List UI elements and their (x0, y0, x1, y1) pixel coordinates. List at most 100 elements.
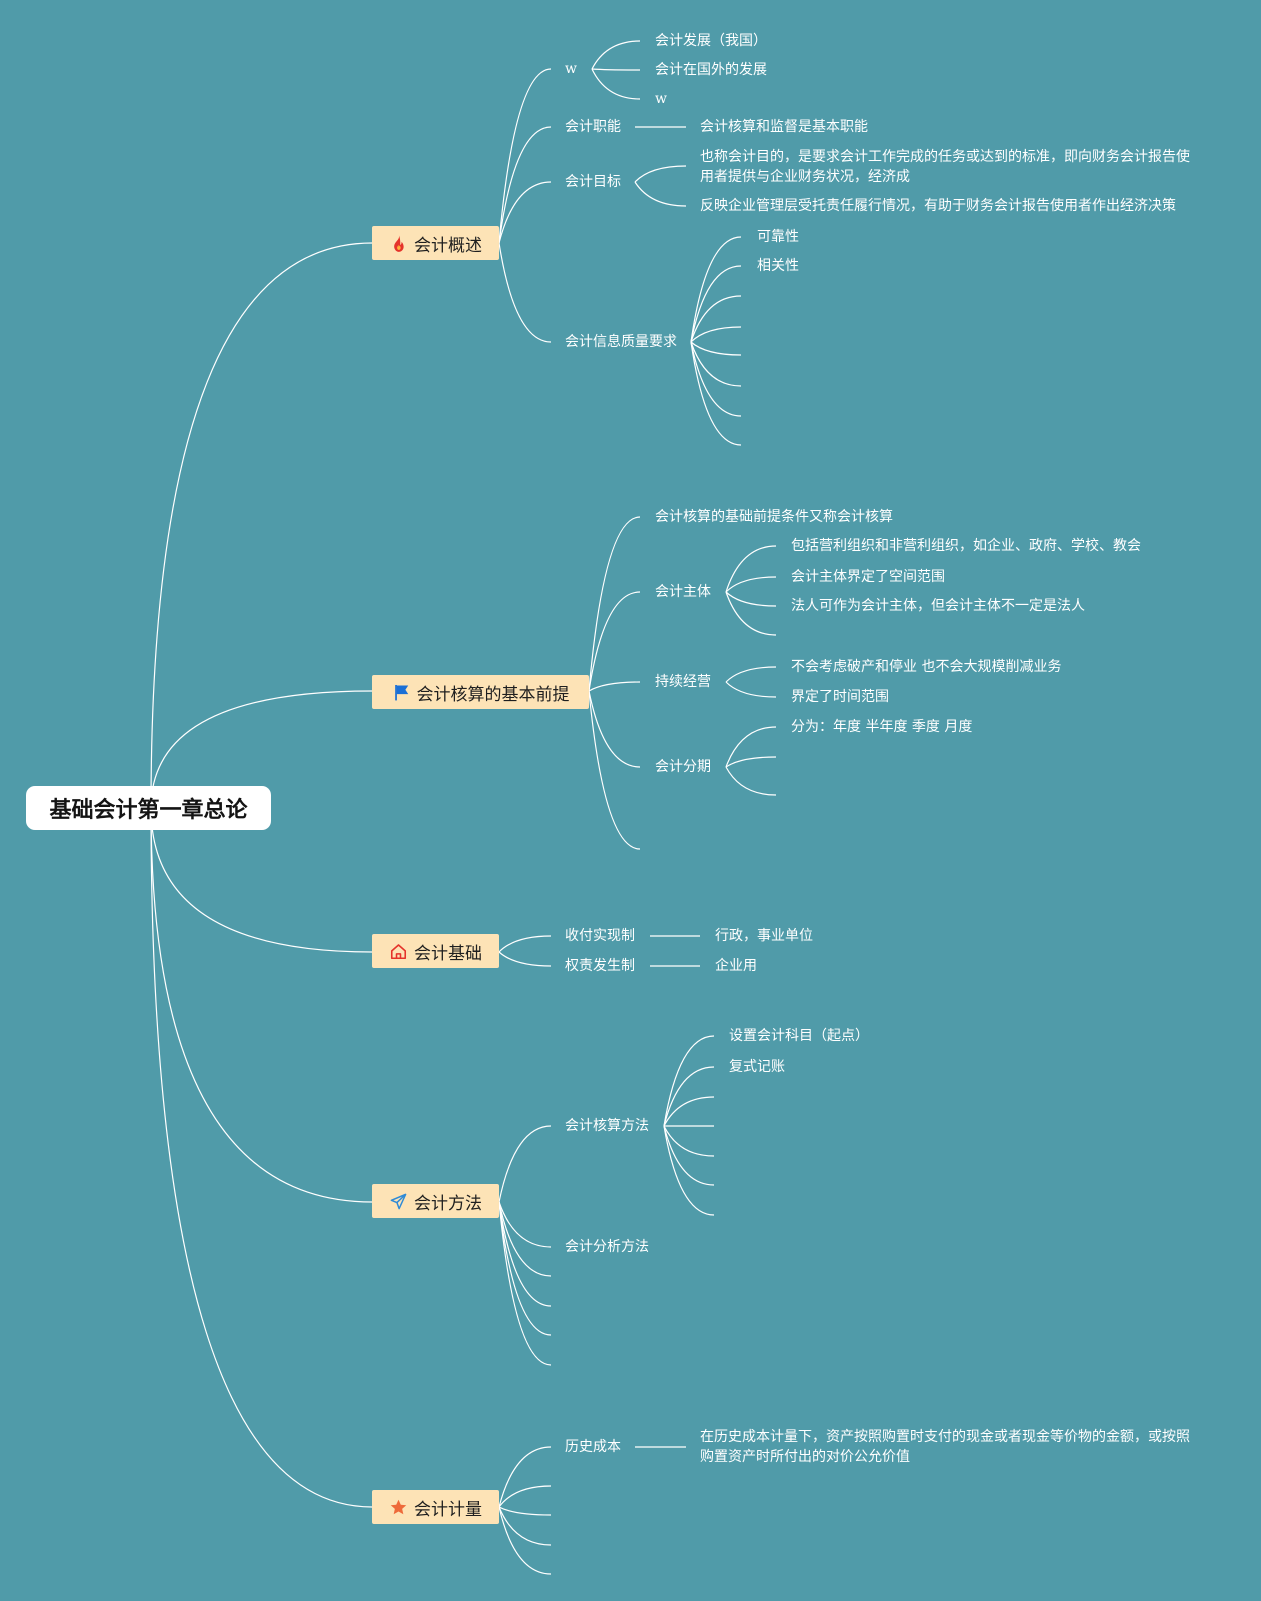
connector-line (725, 545, 777, 593)
main-topic-accounting-overview[interactable]: 会计概述 (372, 226, 499, 260)
main-topic-label: 会计方法 (414, 1193, 482, 1214)
connector-line (498, 126, 552, 244)
connector-line (498, 181, 552, 244)
main-topic-label: 会计计量 (414, 1499, 482, 1520)
subtopic[interactable]: 持续经营 (655, 674, 711, 690)
subtopic[interactable]: 会计主体 (655, 584, 711, 600)
subtopic[interactable]: 法人可作为会计主体，但会计主体不一定是法人 (791, 598, 1085, 614)
connector-line (498, 1201, 552, 1307)
connector-line (663, 1096, 715, 1127)
subtopic[interactable]: 反映企业管理层受托责任履行情况，有助于财务会计报告使用者作出经济决策 (700, 198, 1176, 214)
subtopic[interactable]: 历史成本 (565, 1439, 621, 1455)
main-topic-accounting-measurement[interactable]: 会计计量 (372, 1490, 499, 1524)
connector-line (725, 756, 777, 768)
central-topic[interactable]: 基础会计第一章总论 (26, 786, 271, 830)
subtopic[interactable]: 在历史成本计量下，资产按照购置时支付的现金或者现金等价物的金额，或按照购置资产时… (700, 1429, 1190, 1465)
connector-line (498, 1485, 552, 1508)
connector-line (725, 681, 777, 698)
star-icon (389, 1498, 408, 1517)
subtopic[interactable]: 会计在国外的发展 (655, 62, 767, 78)
subtopic[interactable]: 不会考虑破产和停业 也不会大规模削减业务 (791, 659, 1062, 675)
main-topic-label: 会计基础 (414, 943, 482, 964)
connector-line (725, 766, 777, 796)
subtopic[interactable]: 会计核算和监督是基本职能 (700, 119, 868, 135)
subtopic[interactable]: 设置会计科目（起点） (729, 1028, 869, 1044)
main-topic-accounting-basis[interactable]: 会计基础 (372, 934, 499, 968)
house-icon (389, 942, 408, 961)
subtopic[interactable]: 权责发生制 (565, 958, 635, 974)
connector-line (498, 1201, 552, 1336)
subtopic[interactable]: 会计核算方法 (565, 1118, 649, 1134)
subtopic[interactable]: 界定了时间范围 (791, 689, 889, 705)
subtopic[interactable]: 企业用 (715, 958, 757, 974)
connector-line (690, 341, 742, 387)
connector-line (591, 68, 641, 100)
subtopic[interactable]: 会计职能 (565, 119, 621, 135)
connector-line (634, 165, 687, 183)
connector-line (690, 341, 742, 356)
connector-line (663, 1125, 715, 1216)
subtopic[interactable]: 会计目标 (565, 174, 621, 190)
subtopic[interactable]: w (655, 91, 667, 107)
subtopic[interactable]: 会计分期 (655, 759, 711, 775)
connector-line (725, 591, 777, 636)
connector-line (150, 807, 373, 1203)
connector-line (591, 40, 641, 70)
connector-line (588, 690, 641, 768)
subtopic[interactable]: 收付实现制 (565, 928, 635, 944)
connector-line (498, 1506, 552, 1575)
connector-line (690, 236, 742, 343)
connector-line (725, 576, 777, 593)
connector-line (690, 341, 742, 446)
connector-line (498, 1201, 552, 1366)
central-topic-label: 基础会计第一章总论 (49, 798, 248, 823)
connector-line (498, 68, 552, 244)
subtopic[interactable]: 行政，事业单位 (715, 928, 813, 944)
subtopic[interactable]: 会计核算的基础前提条件又称会计核算 (655, 509, 893, 525)
connector-line (588, 591, 641, 692)
subtopic[interactable]: w (565, 61, 577, 77)
subtopic[interactable]: 可靠性 (757, 229, 799, 245)
connector-line (588, 681, 641, 692)
connector-line (634, 181, 687, 207)
connector-line (663, 1125, 715, 1157)
connector-line (498, 1201, 552, 1277)
connector-line (663, 1125, 715, 1186)
connector-line (498, 1506, 552, 1516)
connector-line (588, 516, 641, 692)
connector-line (663, 1035, 715, 1127)
flag-icon (392, 683, 411, 702)
paper-plane-icon (389, 1192, 408, 1211)
main-topic-label: 会计概述 (414, 235, 482, 256)
subtopic[interactable]: 包括营利组织和非营利组织，如企业、政府、学校、教会 (791, 538, 1141, 554)
connector-line (498, 1446, 552, 1508)
connector-line (725, 726, 777, 768)
connector-line (150, 690, 373, 809)
connector-line (690, 326, 742, 343)
connector-line (150, 242, 373, 809)
subtopic[interactable]: 会计信息质量要求 (565, 334, 677, 350)
subtopic[interactable]: 复式记账 (729, 1059, 785, 1075)
connector-line (150, 807, 373, 953)
connector-line (498, 1201, 552, 1248)
subtopic[interactable]: 会计主体界定了空间范围 (791, 569, 945, 585)
connector-line (690, 265, 742, 343)
main-topic-basic-assumptions[interactable]: 会计核算的基本前提 (372, 675, 589, 709)
subtopic[interactable]: 会计分析方法 (565, 1239, 649, 1255)
connector-line (498, 1506, 552, 1546)
connector-line (588, 690, 641, 850)
main-topic-accounting-methods[interactable]: 会计方法 (372, 1184, 499, 1218)
subtopic[interactable]: 分为：年度 半年度 季度 月度 (791, 719, 973, 735)
subtopic[interactable]: 也称会计目的，是要求会计工作完成的任务或达到的标准，即向财务会计报告使用者提供与… (700, 149, 1190, 185)
connector-line (498, 935, 552, 953)
connector-line (725, 591, 777, 607)
connector-line (150, 807, 373, 1508)
connector-line (591, 68, 641, 71)
connector-line (498, 242, 552, 343)
subtopic[interactable]: 会计发展（我国） (655, 33, 767, 49)
fire-icon (389, 234, 408, 253)
connector-line (498, 951, 552, 967)
subtopic[interactable]: 相关性 (757, 258, 799, 274)
